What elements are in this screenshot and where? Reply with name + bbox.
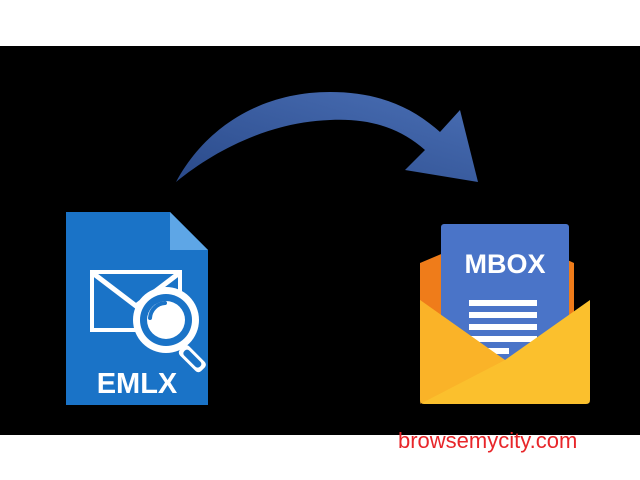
mbox-label: MBOX (465, 249, 546, 279)
curved-arrow-icon (176, 92, 478, 182)
emlx-label: EMLX (97, 368, 178, 400)
watermark-text: browsemycity.com (398, 428, 578, 453)
emlx-file-search-icon: EMLX (66, 212, 208, 405)
magnifier-icon (133, 287, 206, 373)
mbox-envelope-icon: MBOX (420, 224, 590, 404)
